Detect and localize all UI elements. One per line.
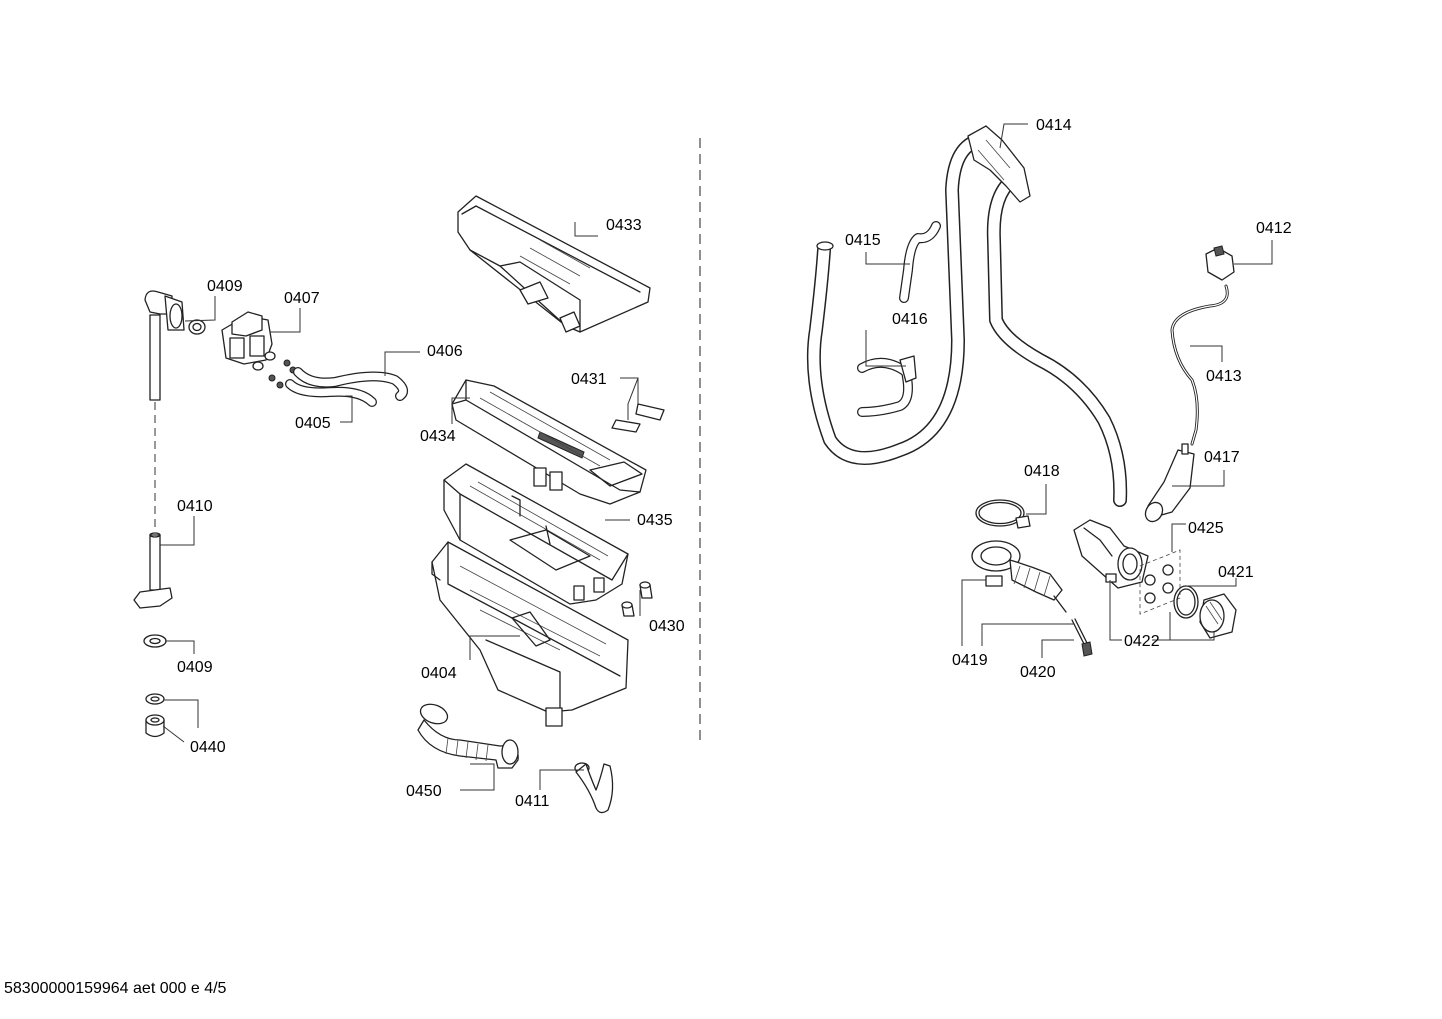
part-0410-inlet-pipe[interactable] [133, 290, 185, 609]
part-0440-seals[interactable] [145, 693, 165, 738]
callout-0411: 0411 [515, 793, 550, 810]
callout-0407: 0407 [284, 290, 320, 307]
part-0412-pressure-switch[interactable] [1205, 245, 1235, 281]
part-0411-drain-elbow[interactable] [574, 762, 614, 814]
callout-0435: 0435 [637, 512, 673, 529]
callout-0434: 0434 [420, 428, 456, 445]
callout-labels: 0409 0407 0406 0405 0410 0409 0440 0433 … [177, 117, 1292, 810]
part-0405-0406-hoses[interactable] [285, 367, 408, 407]
part-0418-clamp[interactable] [975, 499, 1031, 529]
part-0421-filter[interactable] [1173, 585, 1237, 639]
part-0450-bellows-hose[interactable] [417, 701, 519, 769]
callout-0417: 0417 [1204, 449, 1240, 466]
callout-0430: 0430 [649, 618, 685, 635]
part-0434-detergent-drawer[interactable] [451, 379, 647, 505]
part-0415-small-hose[interactable] [899, 221, 941, 303]
callout-0409-upper: 0409 [207, 278, 243, 295]
part-0409-gasket-lower[interactable] [143, 634, 167, 648]
callout-0422: 0422 [1124, 633, 1160, 650]
callout-0431: 0431 [571, 371, 607, 388]
part-0417-air-trap[interactable] [1142, 443, 1195, 525]
part-0416-u-hose[interactable] [857, 355, 917, 417]
callout-0404: 0404 [421, 665, 457, 682]
part-0435-dispenser-housing[interactable] [443, 463, 629, 605]
callout-0413: 0413 [1206, 368, 1242, 385]
callout-0410: 0410 [177, 498, 213, 515]
callout-0420: 0420 [1020, 664, 1056, 681]
part-0414-drain-hose[interactable] [806, 125, 1128, 507]
part-0407-inlet-valve[interactable] [221, 311, 297, 389]
leader-lines [160, 123, 1273, 791]
callout-0415: 0415 [845, 232, 881, 249]
callout-0412: 0412 [1256, 220, 1292, 237]
callout-0419: 0419 [952, 652, 988, 669]
part-0431-labels[interactable] [611, 403, 665, 433]
callout-0418: 0418 [1024, 463, 1060, 480]
part-0430-screws[interactable] [621, 581, 653, 617]
callout-0440: 0440 [190, 739, 226, 756]
callout-0425: 0425 [1188, 520, 1224, 537]
part-0409-gasket-upper[interactable] [188, 319, 206, 335]
part-0422-drain-pump[interactable] [1073, 519, 1149, 589]
part-0420-sensor-rod[interactable] [1071, 618, 1093, 657]
callout-0433: 0433 [606, 217, 642, 234]
part-0433-dispenser-cover[interactable] [457, 195, 651, 333]
callout-0416: 0416 [892, 311, 928, 328]
callout-0406: 0406 [427, 343, 463, 360]
document-reference: 58300000159964 aet 000 e 4/5 [4, 980, 227, 997]
part-0404-dispenser-lower-housing[interactable] [431, 541, 629, 727]
part-0413-pressure-tube[interactable] [1170, 284, 1229, 446]
callout-0414: 0414 [1036, 117, 1072, 134]
callout-0450: 0450 [406, 783, 442, 800]
part-0419-sump-hose[interactable] [971, 540, 1067, 613]
callout-0421: 0421 [1218, 564, 1254, 581]
callout-0405: 0405 [295, 415, 331, 432]
part-0425-screws[interactable] [1139, 549, 1181, 615]
callout-0409-lower: 0409 [177, 659, 213, 676]
